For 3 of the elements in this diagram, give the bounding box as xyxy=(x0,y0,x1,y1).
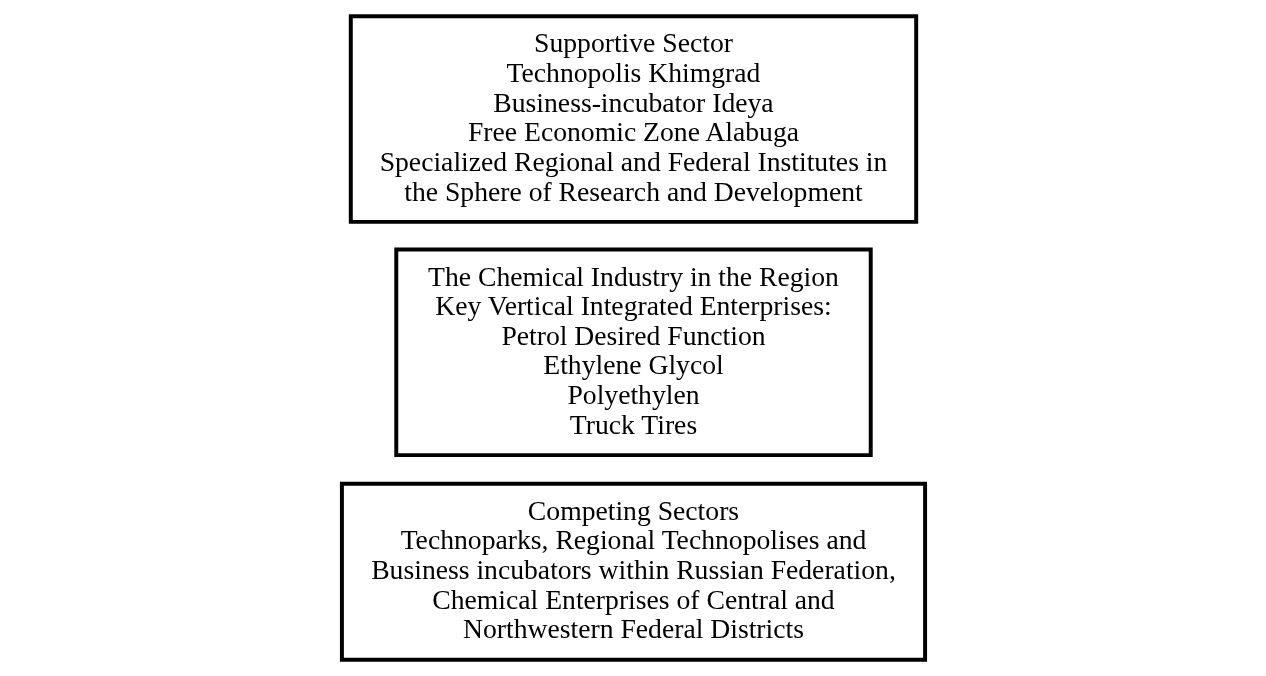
node-box: Competing Sectors Technoparks, Regional Technopolises and Business incubators within Russian Federation, Chemical Enterprises of Central and Northwestern Federal Districts xyxy=(339,481,927,662)
node-box: The Chemical Industry in the Region Key Vertical Integrated Enterprises: Petrol Desired Function Ethylene Glycol Polyethylen Truck Tires xyxy=(393,247,873,458)
node-box: Supportive Sector Technopolis Khimgrad Business-incubator Ideya Free Economic Zone Alabuga Specialized Regional and Federal Institutes in the Sphere of Research and Development xyxy=(348,14,918,224)
